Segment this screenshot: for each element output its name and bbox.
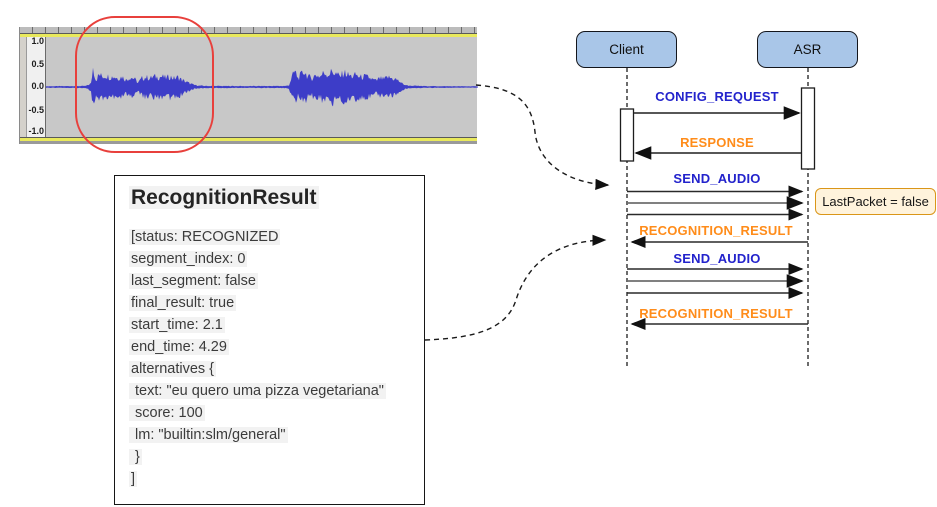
activation-bar-asr — [800, 87, 816, 170]
message-label-config-request: CONFIG_REQUEST — [655, 89, 779, 104]
ruler-label: 0.5 — [31, 59, 44, 69]
result-line: last_segment: false — [129, 273, 258, 289]
audio-waveform-panel: 1.0 0.5 0.0 -0.5 -1.0 — [19, 27, 478, 144]
panel-bottom-edge — [20, 141, 477, 144]
panel-divider — [20, 137, 477, 138]
message-label-recognition-result-1: RECOGNITION_RESULT — [639, 223, 793, 238]
result-line: lm: "builtin:slm/general" — [129, 427, 288, 443]
actor-client: Client — [576, 31, 677, 68]
amplitude-ruler: 1.0 0.5 0.0 -0.5 -1.0 — [27, 37, 46, 137]
result-line: segment_index: 0 — [129, 251, 248, 267]
recognition-result-title-text: RecognitionResult — [129, 186, 319, 209]
track-border-top — [20, 34, 477, 37]
result-line: } — [129, 449, 142, 465]
result-line: ] — [129, 471, 138, 487]
message-label-send-audio-2: SEND_AUDIO — [673, 251, 761, 266]
ruler-label: 0.0 — [31, 81, 44, 91]
segment-highlight-ellipse — [75, 16, 214, 153]
message-label-recognition-result-2: RECOGNITION_RESULT — [639, 306, 793, 321]
track-border-bottom — [20, 138, 477, 141]
result-line: alternatives { — [129, 361, 217, 377]
panel-divider — [20, 33, 477, 34]
actor-client-label: Client — [609, 42, 644, 57]
actor-asr: ASR — [757, 31, 858, 68]
result-line: score: 100 — [129, 405, 205, 421]
result-line: [status: RECOGNIZED — [129, 229, 281, 245]
result-line: text: "eu quero uma pizza vegetariana" — [129, 383, 386, 399]
timeline-ruler — [20, 27, 477, 33]
result-line: start_time: 2.1 — [129, 317, 225, 333]
connector-result-box-to-recognition-result — [424, 234, 607, 341]
ruler-label: -0.5 — [28, 105, 44, 115]
recognition-result-title: RecognitionResult — [129, 186, 410, 210]
result-line: end_time: 4.29 — [129, 339, 229, 355]
waveform-plot — [46, 67, 478, 107]
activation-bar-client — [619, 108, 635, 162]
recognition-result-box: RecognitionResult [status: RECOGNIZED se… — [114, 175, 425, 505]
last-packet-note-text: LastPacket = false — [822, 194, 929, 209]
ruler-label: -1.0 — [28, 126, 44, 136]
last-packet-note: LastPacket = false — [815, 188, 936, 215]
message-label-response: RESPONSE — [680, 135, 754, 150]
actor-asr-label: ASR — [793, 42, 822, 57]
connector-waveform-to-send-audio — [475, 84, 610, 190]
message-label-send-audio-1: SEND_AUDIO — [673, 171, 761, 186]
result-line: final_result: true — [129, 295, 237, 311]
track-control-strip — [20, 37, 27, 137]
waveform-track — [46, 37, 478, 137]
ruler-label: 1.0 — [31, 36, 44, 46]
